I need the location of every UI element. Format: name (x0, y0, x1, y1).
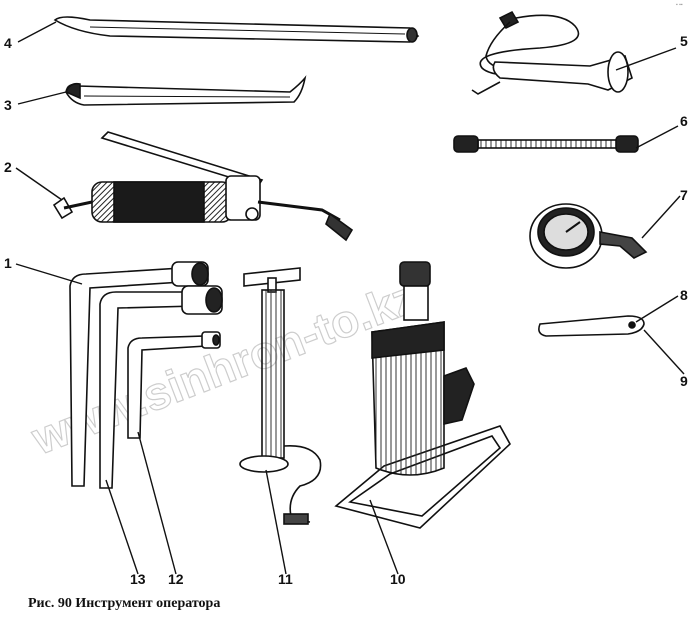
callout-13: 13 (130, 571, 146, 587)
callout-3: 3 (4, 97, 12, 113)
callout-8: 8 (680, 287, 688, 303)
callout-2: 2 (4, 159, 12, 175)
pry-bar-long (55, 17, 418, 42)
figure-caption: Рис. 90 Инструмент оператора (28, 596, 220, 612)
callout-6: 6 (680, 113, 688, 129)
blade-tool (539, 316, 644, 336)
callout-12: 12 (168, 571, 184, 587)
callout-5: 5 (680, 33, 688, 49)
callout-1: 1 (4, 255, 12, 271)
callout-10: 10 (390, 571, 406, 587)
corner-stamp: ▪ ▪▪ (676, 2, 683, 8)
callout-7: 7 (680, 187, 688, 203)
pry-bar-short (66, 78, 305, 105)
callout-4: 4 (4, 35, 12, 51)
extension-hose (454, 136, 638, 152)
inflation-hose (472, 12, 632, 94)
callout-9: 9 (680, 373, 688, 389)
grease-gun (54, 132, 352, 240)
callout-11: 11 (278, 571, 293, 587)
pressure-gauge (530, 204, 646, 268)
